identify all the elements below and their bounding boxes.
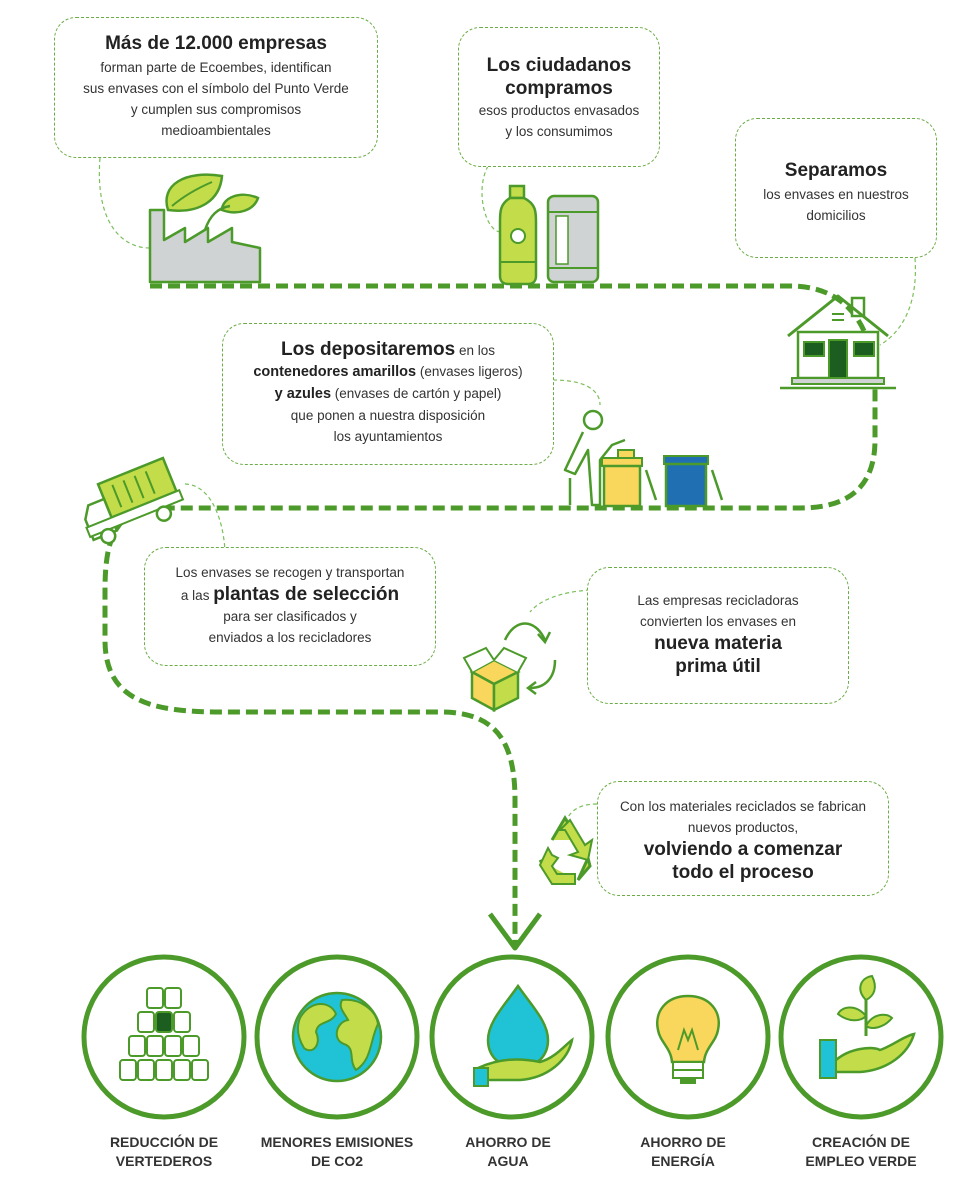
- step-companies-text-4: medioambientales: [161, 123, 271, 138]
- step-companies-text-1: forman parte de Ecoembes, identifican: [100, 60, 332, 75]
- step-recyclers-text-2: convierten los envases en: [639, 614, 797, 629]
- benefit-label-line: CREACIÓN DE: [811, 1134, 910, 1150]
- benefit-circle-globe: [254, 954, 420, 1120]
- recycling-box-icon: [462, 622, 557, 713]
- step-deposit-text-2: (envases ligeros): [416, 364, 523, 379]
- step-deposit-bold-3: y azules: [274, 386, 332, 402]
- step-separate-title: Separamos: [784, 160, 888, 181]
- step-separate-text-1: los envases en nuestros: [763, 187, 909, 202]
- step-recyclers-text-1: Las empresas recicladoras: [637, 593, 799, 608]
- step-restart-text-1: Con los materiales reciclados se fabrica…: [619, 799, 867, 814]
- step-deposit-text-5: los ayuntamientos: [333, 429, 443, 444]
- step-citizens-box: Los ciudadanos compramos esos productos …: [458, 27, 660, 167]
- yellow-container-icon: [601, 449, 658, 508]
- step-restart-bold-1: volviendo a comenzar: [643, 839, 843, 860]
- step-restart-box: Con los materiales reciclados se fabrica…: [597, 781, 889, 896]
- benefit-label-emissions: MENORES EMISIONES DE CO2: [252, 1133, 422, 1171]
- benefit-label-line: REDUCCIÓN DE: [109, 1134, 219, 1150]
- step-separate-box: Separamos los envases en nuestros domici…: [735, 118, 937, 258]
- step-deposit-text-1: en los: [455, 343, 495, 358]
- step-collect-text-2: a las: [180, 588, 214, 603]
- step-separate-text-2: domicilios: [806, 208, 866, 223]
- step-deposit-text-4: que ponen a nuestra disposición: [290, 408, 486, 423]
- benefit-label-line: MENORES EMISIONES: [260, 1134, 414, 1150]
- step-citizens-title-1: Los ciudadanos: [486, 55, 632, 76]
- factory-icon: [148, 173, 262, 284]
- benefit-label-line: AHORRO DE: [640, 1134, 726, 1150]
- step-citizens-text-1: esos productos envasados: [478, 103, 640, 118]
- blue-container-icon: [663, 455, 724, 508]
- benefit-label-line: AGUA: [487, 1153, 529, 1169]
- step-companies-box: Más de 12.000 empresas forman parte de E…: [54, 17, 378, 158]
- benefit-label-line: ENERGÍA: [651, 1153, 715, 1169]
- benefit-circle-green-jobs: [778, 954, 944, 1120]
- garbage-truck-icon: [84, 456, 185, 545]
- step-collect-box: Los envases se recogen y transportan a l…: [144, 547, 436, 666]
- benefit-label-line: EMPLEO VERDE: [805, 1153, 917, 1169]
- step-recyclers-box: Las empresas recicladoras convierten los…: [587, 567, 849, 704]
- step-collect-text-3: para ser clasificados y: [223, 609, 357, 624]
- benefit-label-line: AHORRO DE: [465, 1134, 551, 1150]
- step-companies-text-2: sus envases con el símbolo del Punto Ver…: [83, 81, 349, 96]
- step-deposit-title: Los depositaremos: [281, 339, 456, 360]
- step-companies-text-3: y cumplen sus compromisos: [130, 102, 302, 117]
- benefit-label-water: AHORRO DE AGUA: [433, 1133, 583, 1171]
- person-recycling-icon: [563, 409, 626, 507]
- step-collect-text-1: Los envases se recogen y transportan: [175, 565, 405, 580]
- step-citizens-title-2: compramos: [505, 78, 613, 99]
- benefit-circle-energy: [605, 954, 771, 1120]
- benefit-circle-landfill: [81, 954, 247, 1120]
- step-collect-text-4: enviados a los recicladores: [208, 630, 372, 645]
- house-icon: [780, 294, 896, 390]
- step-deposit-box: Los depositaremos en los contenedores am…: [222, 323, 554, 465]
- benefit-label-green-jobs: CREACIÓN DE EMPLEO VERDE: [786, 1133, 936, 1171]
- step-citizens-text-2: y los consumimos: [505, 124, 613, 139]
- recycle-symbol-icon: [538, 815, 594, 885]
- can-icon: [546, 194, 600, 284]
- benefit-label-landfill: REDUCCIÓN DE VERTEDEROS: [89, 1133, 239, 1171]
- step-restart-bold-2: todo el proceso: [672, 862, 814, 883]
- step-collect-bold: plantas de selección: [213, 584, 400, 605]
- step-restart-text-2: nuevos productos,: [687, 820, 799, 835]
- benefit-label-line: VERTEDEROS: [115, 1153, 213, 1169]
- step-recyclers-bold-2: prima útil: [675, 656, 761, 677]
- step-deposit-text-3: (envases de cartón y papel): [331, 386, 502, 401]
- bottle-icon: [498, 184, 538, 286]
- benefit-label-line: DE CO2: [310, 1153, 364, 1169]
- benefit-label-energy: AHORRO DE ENERGÍA: [608, 1133, 758, 1171]
- step-deposit-bold-2: contenedores amarillos: [253, 364, 417, 380]
- benefit-circle-water: [429, 954, 595, 1120]
- step-recyclers-bold-1: nueva materia: [654, 633, 782, 654]
- path-arrowhead: [487, 912, 543, 951]
- step-companies-title: Más de 12.000 empresas: [105, 33, 327, 54]
